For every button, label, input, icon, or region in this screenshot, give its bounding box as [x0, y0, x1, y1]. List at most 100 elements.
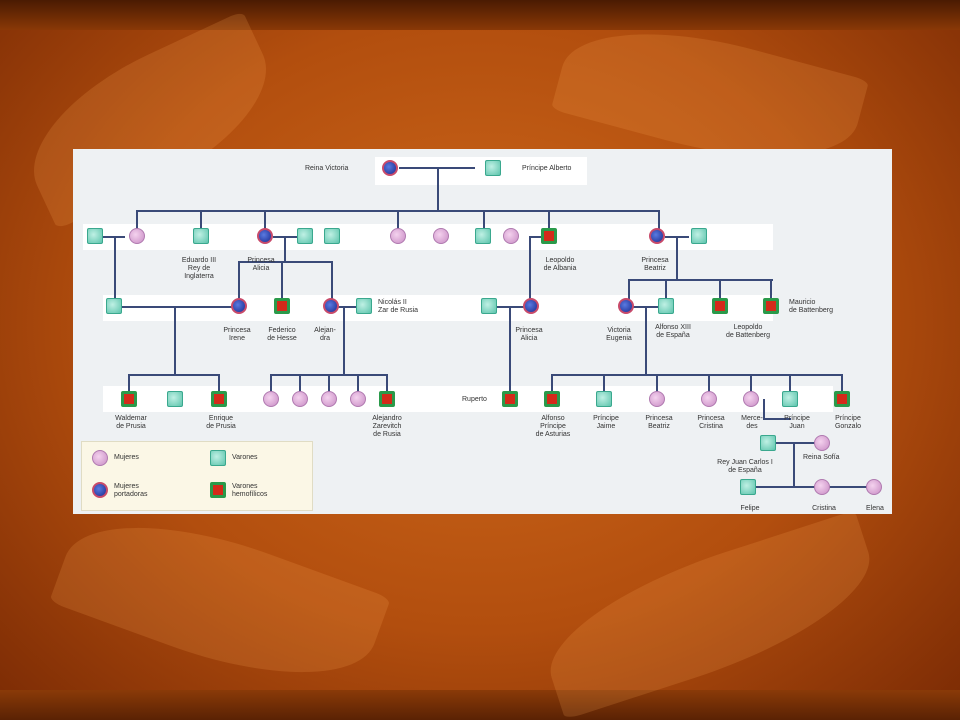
- male-icon: [760, 435, 776, 451]
- connector-line: [603, 374, 605, 398]
- connector-line: [174, 307, 176, 375]
- person-label: Leopoldo de Battenberg: [726, 324, 770, 339]
- person-label: Princesa Beatriz: [641, 257, 669, 272]
- connector-line: [628, 279, 630, 307]
- hemophiliac-icon: [210, 482, 226, 498]
- connector-line: [763, 399, 765, 419]
- carrier-icon: [523, 298, 539, 314]
- connector-line: [331, 306, 359, 308]
- connector-line: [483, 210, 485, 236]
- person-label: Leopoldo de Albania: [543, 257, 577, 272]
- connector-line: [551, 374, 553, 398]
- female-icon: [701, 391, 717, 407]
- male-icon: [87, 228, 103, 244]
- hemophiliac-icon: [834, 391, 850, 407]
- female-icon: [390, 228, 406, 244]
- legend: Mujeres Mujeres portadoras Varones Varon…: [81, 441, 313, 511]
- female-icon: [649, 391, 665, 407]
- person-label: Alejan- dra: [314, 327, 336, 342]
- person-label: Waldemar de Prusia: [115, 415, 147, 430]
- connector-line: [331, 261, 333, 307]
- person-label: Alejandro Zarevitch de Rusia: [372, 415, 402, 438]
- female-icon: [292, 391, 308, 407]
- person-label: Ruperto: [462, 396, 487, 403]
- person-label: Princesa Alicia: [515, 327, 543, 342]
- legend-hemophiliac-label: Varones hemofílicos: [232, 483, 268, 498]
- connector-line: [114, 237, 116, 307]
- person-label: Princesa Cristina: [697, 415, 725, 430]
- connector-line: [793, 443, 795, 487]
- connector-line: [770, 279, 772, 307]
- carrier-icon: [231, 298, 247, 314]
- female-icon: [814, 435, 830, 451]
- connector-line: [665, 279, 667, 307]
- connector-line: [386, 374, 388, 398]
- bottom-dark-band: [0, 690, 960, 720]
- connector-line: [264, 210, 266, 236]
- person-label: Eduardo III Rey de Inglaterra: [181, 257, 217, 280]
- male-icon: [106, 298, 122, 314]
- hemophiliac-icon: [544, 391, 560, 407]
- connector-line: [548, 210, 550, 236]
- connector-line: [551, 374, 843, 376]
- connector-line: [238, 261, 333, 263]
- male-icon: [324, 228, 340, 244]
- person-label: Federico de Hesse: [267, 327, 297, 342]
- connector-line: [529, 237, 531, 307]
- hemophiliac-icon: [121, 391, 137, 407]
- female-icon: [129, 228, 145, 244]
- connector-line: [841, 374, 843, 398]
- connector-line: [748, 486, 874, 488]
- connector-line: [114, 306, 240, 308]
- connector-line: [676, 237, 678, 279]
- connector-line: [773, 442, 821, 444]
- connector-line: [397, 210, 399, 236]
- person-label: Alfonso XIII de España: [655, 324, 691, 339]
- female-icon: [503, 228, 519, 244]
- female-icon: [321, 391, 337, 407]
- connector-line: [328, 374, 330, 398]
- connector-line: [281, 261, 283, 307]
- person-label: Rey Juan Carlos I de España: [717, 459, 773, 474]
- person-label: Nicolás II Zar de Rusia: [378, 299, 419, 314]
- female-icon: [433, 228, 449, 244]
- hemophiliac-icon: [379, 391, 395, 407]
- connector-line: [200, 210, 202, 236]
- carrier-icon: [618, 298, 634, 314]
- connector-line: [284, 237, 286, 262]
- hemophiliac-icon: [541, 228, 557, 244]
- male-icon: [740, 479, 756, 495]
- male-icon: [481, 298, 497, 314]
- female-icon: [814, 479, 830, 495]
- pedigree-diagram: Reina Victoria Príncipe Alberto Eduardo …: [73, 149, 892, 514]
- connector-line: [763, 418, 791, 420]
- connector-line: [628, 279, 773, 281]
- connector-line: [750, 374, 752, 398]
- male-icon: [167, 391, 183, 407]
- connector-line: [238, 261, 240, 307]
- male-icon: [485, 160, 501, 176]
- female-icon: [743, 391, 759, 407]
- connector-line: [656, 374, 658, 398]
- legend-female-label: Mujeres: [114, 454, 139, 461]
- person-label: Príncipe Jaime: [593, 415, 619, 430]
- connector-line: [299, 374, 301, 398]
- connector-line: [343, 307, 345, 375]
- person-label: Príncipe Alberto: [522, 165, 572, 172]
- connector-line: [270, 374, 272, 398]
- background-leaf: [531, 510, 889, 720]
- connector-line: [128, 374, 130, 398]
- hemophiliac-icon: [502, 391, 518, 407]
- connector-line: [357, 374, 359, 398]
- carrier-icon: [382, 160, 398, 176]
- connector-line: [529, 236, 551, 238]
- carrier-icon: [257, 228, 273, 244]
- connector-line: [645, 307, 647, 375]
- connector-line: [128, 374, 220, 376]
- hemophiliac-icon: [211, 391, 227, 407]
- connector-line: [658, 210, 660, 236]
- person-label: Elena: [866, 505, 884, 512]
- generation-band: [375, 157, 587, 185]
- person-label: Alfonso Príncipe de Asturias: [535, 415, 571, 438]
- top-dark-band: [0, 0, 960, 30]
